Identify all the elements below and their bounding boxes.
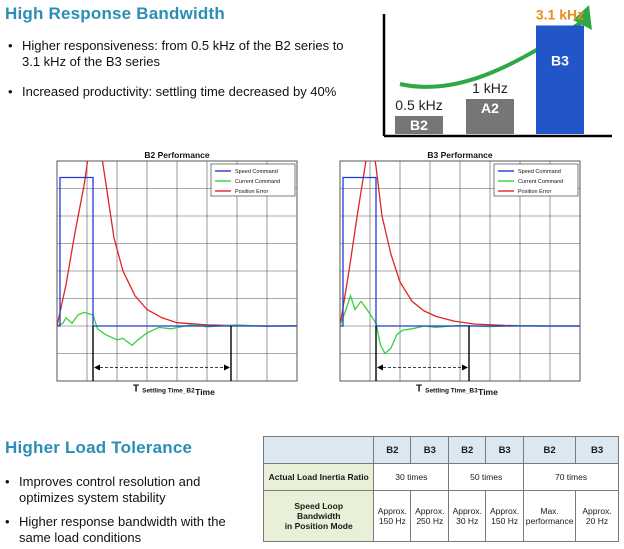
- table-cell: Approx.150 Hz: [373, 490, 412, 542]
- row-label-inertia: Actual Load Inertia Ratio: [262, 463, 375, 491]
- bar-category-label: A2: [481, 100, 499, 116]
- series-line-position-error: [340, 161, 580, 327]
- table-row-inertia: Actual Load Inertia Ratio 30 times 50 ti…: [262, 463, 619, 491]
- bullet-dot: •: [8, 38, 13, 53]
- bullet-responsiveness-line2: 3.1 kHz of the B3 series: [22, 54, 161, 69]
- settling-arrow-right-icon: [462, 364, 468, 371]
- bullet-control-line2: optimizes system stability: [19, 490, 166, 505]
- table-cell: Approx.250 Hz: [410, 490, 450, 542]
- bandwidth-bar-chart: B2 0.5 kHz A2 1 kHz B3 3.1 kHz: [382, 5, 612, 138]
- section-title-load: Higher Load Tolerance: [5, 438, 193, 457]
- table-header-cell: B2: [373, 436, 412, 464]
- bar-category-label: B2: [410, 117, 428, 133]
- bar-value-label: 3.1 kHz: [536, 7, 584, 23]
- bullet-sameload-line1: Higher response bandwidth with the: [19, 514, 226, 529]
- bullet-productivity: • Increased productivity: settling time …: [8, 84, 368, 102]
- load-tolerance-table: B2 B3 B2 B3 B2 B3 Actual Load Inertia Ra…: [262, 436, 619, 542]
- table-cell: Max.performance: [523, 490, 577, 542]
- table-header-cell: B2: [523, 436, 577, 464]
- growth-arrowhead-icon: [573, 5, 592, 30]
- perf-chart-title: B3 Performance: [427, 150, 492, 160]
- legend-label: Current Command: [235, 179, 280, 185]
- bullet-control-line1: Improves control resolution and: [19, 474, 201, 489]
- bar-category-label: B3: [551, 53, 569, 69]
- legend-label: Position Error: [518, 189, 551, 195]
- bullet-responsiveness-line1: Higher responsiveness: from 0.5 kHz of t…: [22, 38, 344, 53]
- table-cell: 70 times: [523, 463, 619, 491]
- bar-value-label: 0.5 kHz: [395, 97, 442, 113]
- row-label-bandwidth: Speed Loop Bandwidth in Position Mode: [262, 490, 375, 542]
- bullet-same-load: • Higher response bandwidth with the sam…: [5, 514, 255, 548]
- legend-label: Current Command: [518, 179, 563, 185]
- perf-chart-title: B2 Performance: [144, 150, 209, 160]
- table-row-bandwidth: Speed Loop Bandwidth in Position Mode Ap…: [262, 490, 619, 542]
- series-line-speed-command: [340, 176, 580, 327]
- legend-label: Speed Command: [235, 169, 278, 175]
- table-cell: 50 times: [448, 463, 525, 491]
- bar-b3: [536, 25, 584, 134]
- bullet-dot: •: [8, 84, 13, 99]
- settling-arrow-right-icon: [224, 364, 230, 371]
- bullet-responsiveness: • Higher responsiveness: from 0.5 kHz of…: [8, 38, 368, 72]
- x-axis-label: Time: [195, 387, 215, 397]
- bullet-dot: •: [5, 474, 10, 489]
- bullet-sameload-line2: same load conditions: [19, 530, 142, 545]
- section-title-response: High Response Bandwidth: [5, 4, 225, 23]
- series-line-speed-command: [57, 176, 297, 327]
- table-cell: Approx.150 Hz: [485, 490, 525, 542]
- series-line-position-error: [57, 161, 297, 327]
- table-corner-cell: [262, 436, 375, 464]
- table-header-cell: B3: [410, 436, 450, 464]
- table-header-cell: B3: [485, 436, 525, 464]
- bar-value-label: 1 kHz: [472, 80, 508, 96]
- bullet-dot: •: [5, 514, 10, 529]
- x-axis-label: Time: [478, 387, 498, 397]
- table-header-cell: B2: [448, 436, 487, 464]
- bar-a2: [466, 99, 514, 134]
- settling-arrow-left-icon: [377, 364, 383, 371]
- table-cell: Approx.20 Hz: [575, 490, 619, 542]
- bar-b2: [395, 116, 443, 134]
- table-header-row: B2 B3 B2 B3 B2 B3: [262, 436, 619, 464]
- legend-label: Position Error: [235, 189, 268, 195]
- bullet-productivity-text: Increased productivity: settling time de…: [22, 84, 337, 99]
- bullet-control-resolution: • Improves control resolution and optimi…: [5, 474, 255, 508]
- table-cell: 30 times: [373, 463, 450, 491]
- table-header-cell: B3: [575, 436, 619, 464]
- table-cell: Approx.30 Hz: [448, 490, 487, 542]
- settling-arrow-left-icon: [94, 364, 100, 371]
- legend-label: Speed Command: [518, 169, 561, 175]
